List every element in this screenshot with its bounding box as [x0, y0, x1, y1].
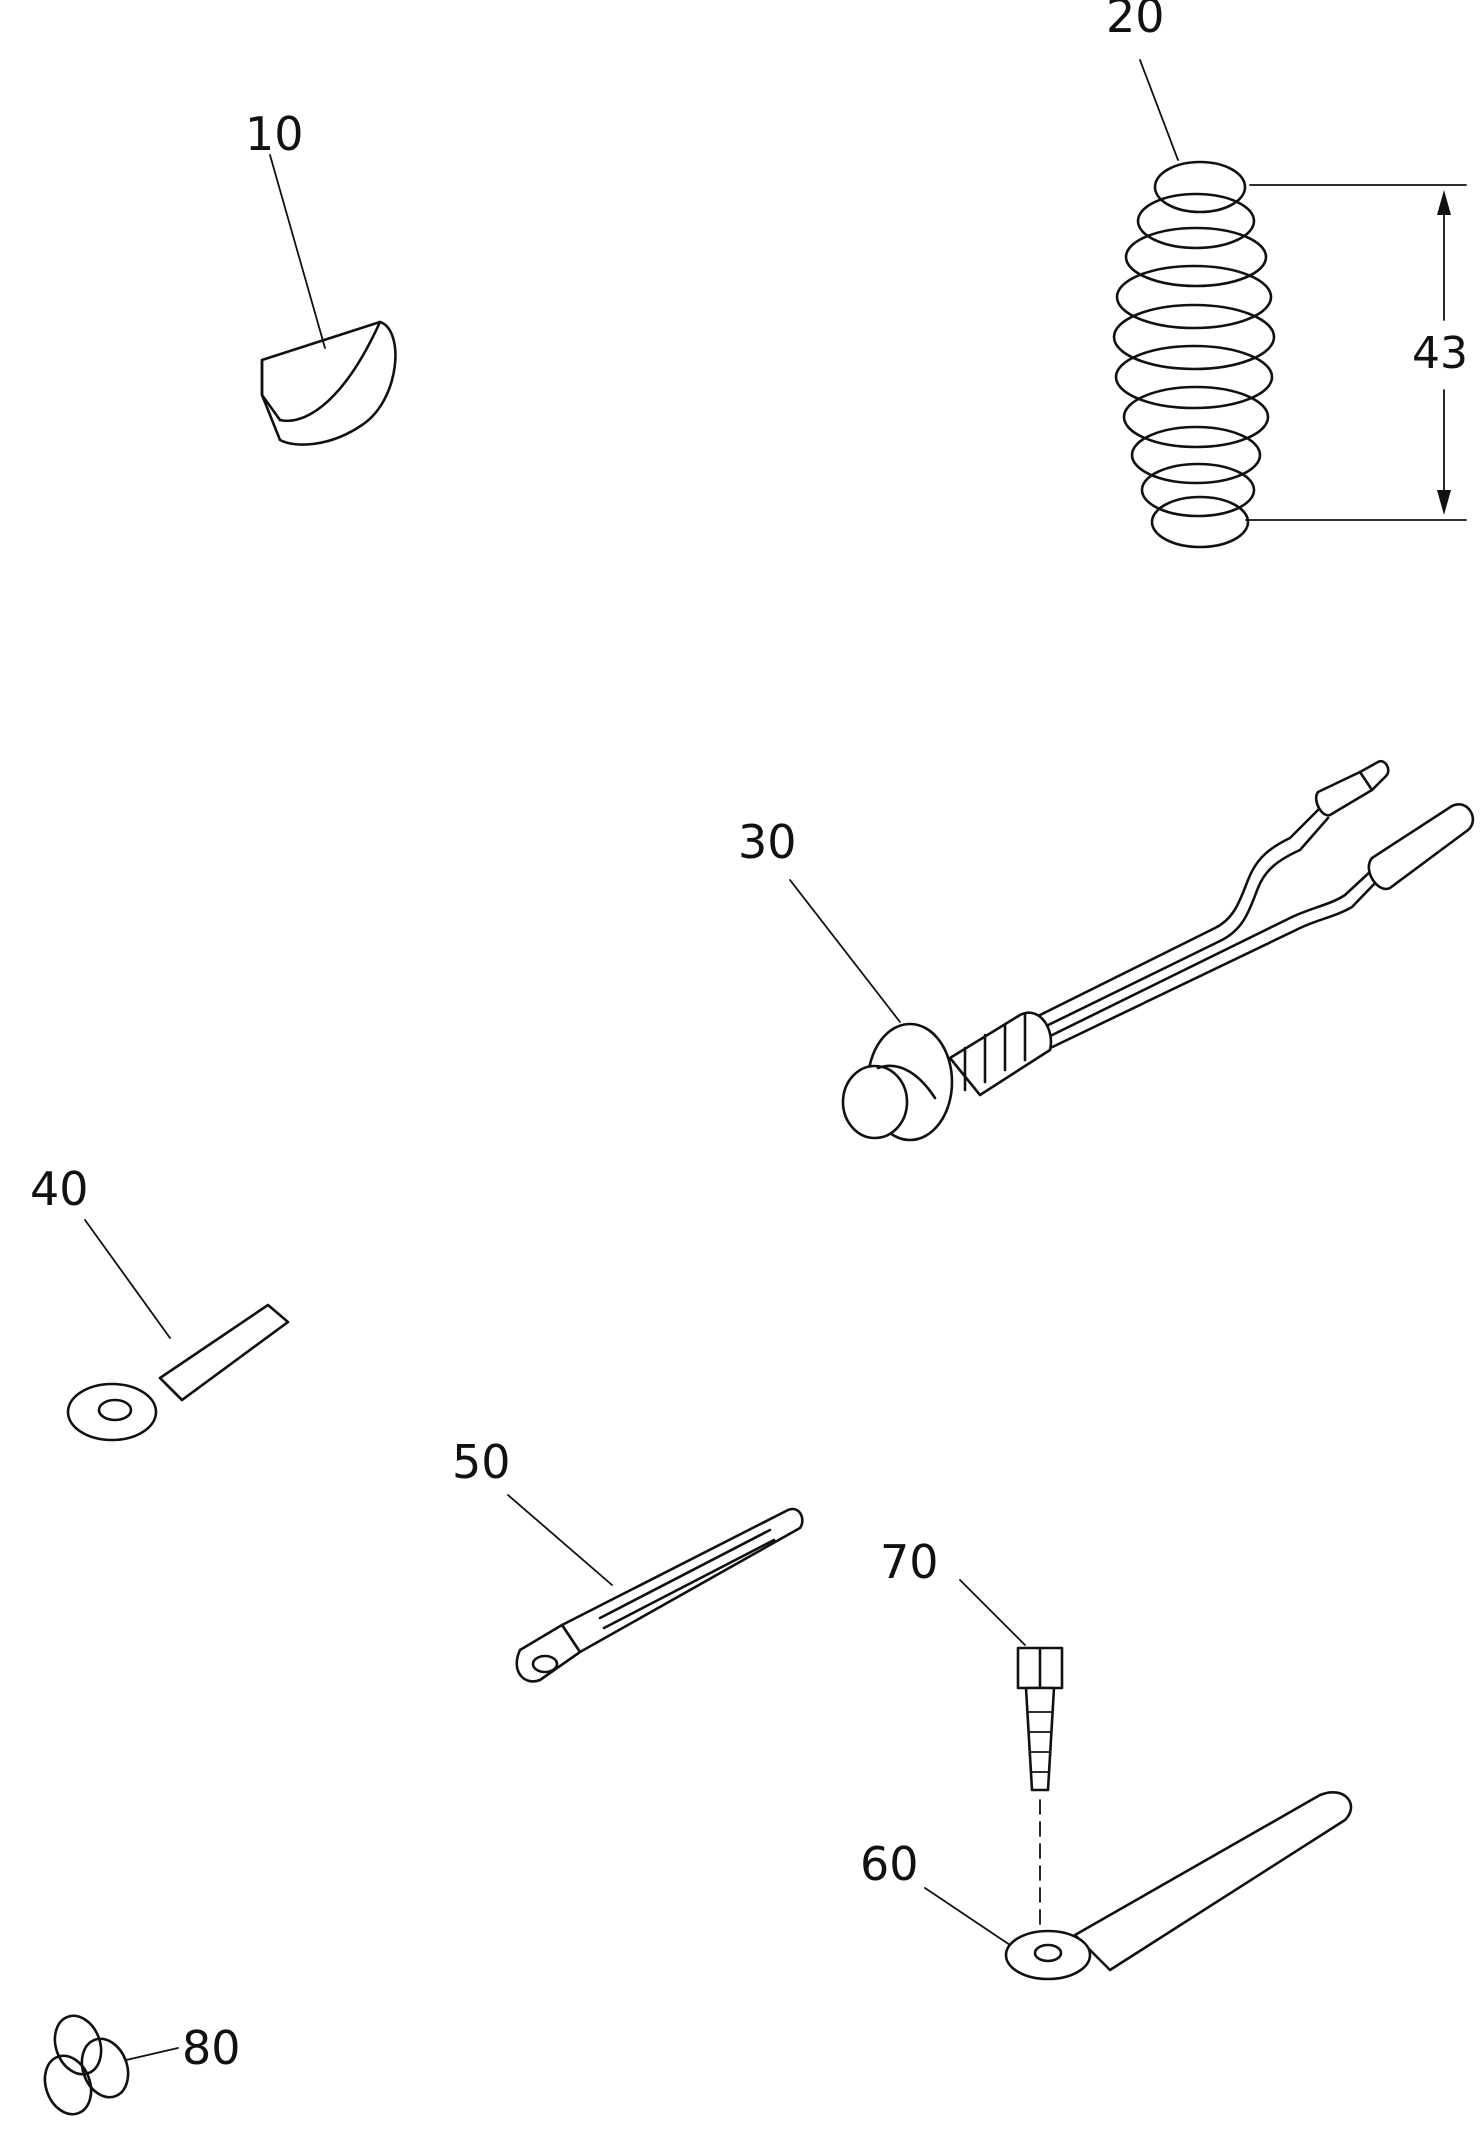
callout-70: 70 [880, 1535, 939, 1589]
leader-30 [789, 879, 901, 1023]
sensor-part [789, 759, 1475, 1142]
callout-50: 50 [452, 1435, 511, 1489]
leader-50 [507, 1494, 613, 1586]
o-ring-part [43, 2014, 179, 2116]
bolt-part [959, 1579, 1064, 1949]
dimension-lines [1245, 184, 1467, 521]
dimension-43: 43 [1412, 328, 1468, 379]
slotted-strip-part [507, 1494, 804, 1683]
arrow-down-icon [1437, 490, 1451, 515]
callout-10: 10 [245, 107, 304, 161]
leader-70 [959, 1579, 1026, 1646]
callout-40: 40 [30, 1162, 89, 1216]
arrow-up-icon [1437, 190, 1451, 215]
washer-strip-part [924, 1791, 1353, 1981]
callout-20: 20 [1106, 0, 1165, 43]
woodruff-key-part [260, 154, 397, 446]
leader-40 [84, 1219, 171, 1339]
leader-10 [269, 154, 326, 349]
leader-60 [924, 1887, 1011, 1946]
callout-80: 80 [182, 2021, 241, 2075]
callout-30: 30 [738, 815, 797, 869]
callout-60: 60 [860, 1837, 919, 1891]
leader-20 [1139, 59, 1179, 161]
spring-part [1112, 59, 1276, 549]
ring-terminal-part [66, 1219, 290, 1442]
leader-80 [125, 2047, 179, 2061]
